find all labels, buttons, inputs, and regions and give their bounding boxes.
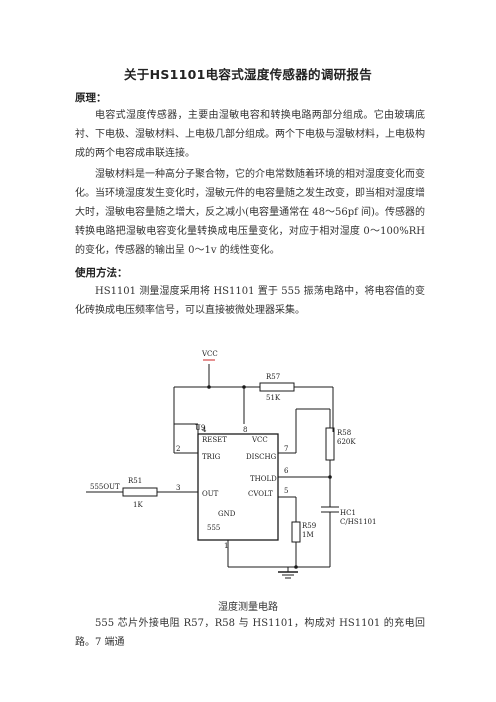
pin-number-4: 4	[202, 426, 207, 434]
pin-number-7: 7	[284, 445, 288, 453]
pin-number-2: 2	[176, 445, 180, 453]
pin-thold-label: THOLD	[250, 475, 277, 483]
section-heading-principle: 原理：	[75, 92, 107, 104]
section-heading-method: 使用方法：	[75, 267, 128, 279]
figure-caption: 湿度测量电路	[218, 602, 278, 613]
pin-number-8: 8	[243, 426, 247, 434]
r58-value: 620K	[337, 438, 356, 446]
r59-label: R59	[302, 522, 316, 530]
pin-gnd-label: GND	[218, 510, 236, 518]
hc1-value: C/HS1101	[340, 518, 376, 526]
pin-vcc-label: VCC	[251, 436, 268, 444]
r58-label: R58	[337, 429, 351, 437]
chip-ref-label: U9	[195, 424, 205, 432]
pin-out-label: OUT	[202, 490, 219, 498]
vcc-label: VCC	[201, 350, 218, 358]
chip-name-label: 555	[207, 524, 220, 532]
paragraph-3: HS1101 测量湿度采用将 HS1101 置于 555 振荡电路中，将电容值的…	[75, 286, 425, 316]
paragraph-2: 湿敏材料是一种高分子聚合物，它的介电常数随着环境的相对湿度变化而变化。当环境湿度…	[75, 169, 425, 256]
pin-number-1: 1	[224, 542, 228, 550]
pin-trig-label: TRIG	[202, 453, 221, 461]
pin-dischg-label: DISCHG	[246, 453, 277, 461]
page-title: 关于HS1101电容式湿度传感器的调研报告	[123, 67, 373, 82]
output-label: 555OUT	[90, 483, 120, 491]
r51-label: R51	[128, 477, 142, 485]
r57-value: 51K	[266, 394, 281, 402]
pin-number-5: 5	[284, 487, 288, 495]
r57-label: R57	[266, 373, 280, 381]
pin-number-3: 3	[176, 484, 180, 492]
paragraph-4: 555 芯片外接电阻 R57，R58 与 HS1101，构成对 HS1101 的…	[75, 618, 425, 648]
r51-value: 1K	[133, 501, 143, 509]
paragraph-1: 电容式湿度传感器，主要由湿敏电容和转换电路两部分组成。它由玻璃底衬、下电极、湿敏…	[75, 110, 425, 159]
r59-value: 1M	[302, 531, 314, 539]
pin-reset-label: RESET	[202, 436, 227, 444]
hc1-label: HC1	[340, 509, 356, 517]
pin-cvolt-label: CVOLT	[248, 490, 273, 498]
pin-number-6: 6	[284, 467, 289, 475]
humidity-circuit-diagram: VCC R57 51K R58 620K R59 1M R51 1K HC1 C…	[86, 350, 376, 579]
